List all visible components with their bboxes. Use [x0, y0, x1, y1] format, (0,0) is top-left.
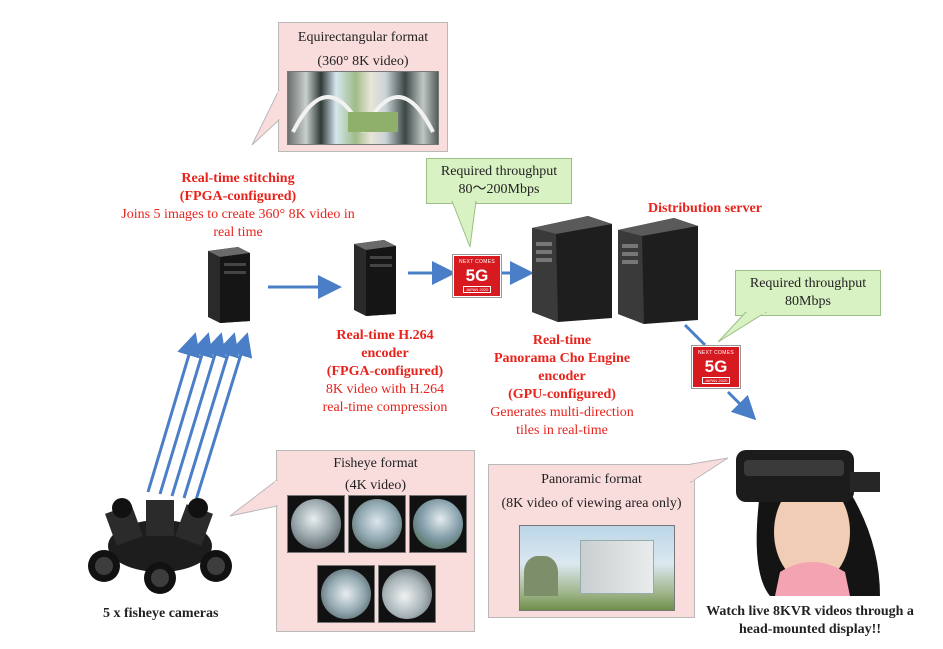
5g-badge-2: NEXT COMES 5G JAPAN 2020: [692, 346, 740, 388]
h264-block: Real-time H.264 encoder (FPGA-configured…: [290, 327, 480, 417]
h264-line1: Real-time H.264: [336, 328, 434, 343]
badge2-mid: 5G: [704, 357, 728, 376]
h264-desc-2: real-time compression: [322, 400, 448, 415]
stitching-block: Real-time stitching (FPGA-configured) Jo…: [88, 170, 388, 242]
hmd-viewer-photo: [736, 450, 880, 596]
fisheye-image-5: [378, 565, 436, 623]
panorama-desc-2: tiles in real-time: [516, 423, 608, 438]
h264-server-icon: [354, 240, 396, 316]
throughput2-label: Required throughput: [749, 276, 867, 291]
badge2-top: NEXT COMES: [698, 350, 734, 356]
fisheye-title: Fisheye format: [333, 456, 418, 471]
cameras-label: 5 x fisheye cameras: [103, 606, 219, 621]
badge1-top: NEXT COMES: [459, 259, 495, 265]
h264-line2: encoder: [361, 346, 409, 361]
viewer-line1: Watch live 8KVR videos through a: [706, 604, 914, 619]
stitching-title: Real-time stitching: [181, 171, 295, 186]
stitching-config: (FPGA-configured): [179, 189, 297, 204]
panoramic-image: [519, 525, 675, 611]
h264-config: (FPGA-configured): [326, 364, 444, 379]
stitching-desc-1: Joins 5 images to create 360° 8K video i…: [121, 207, 355, 222]
fisheye-callout: Fisheye format (4K video): [276, 450, 475, 632]
panorama-line2: Panorama Cho Engine: [493, 351, 631, 366]
panorama-line3: encoder: [538, 369, 586, 384]
throughput1-label: Required throughput: [440, 164, 558, 179]
equirect-lens-arcs: [291, 95, 435, 133]
panoramic-title: Panoramic format: [541, 472, 642, 487]
fisheye-image-4: [317, 565, 375, 623]
distribution-label: Distribution server: [648, 201, 762, 216]
equirect-title: Equirectangular format: [297, 30, 429, 45]
fisheye-image-1: [287, 495, 345, 553]
badge1-bottom: JAPAN 2020: [463, 286, 491, 293]
fisheye-image-2: [348, 495, 406, 553]
panoramic-pointer: [690, 457, 729, 483]
throughput1-callout: Required throughput 80～200Mbps: [426, 158, 572, 204]
badge2-bottom: JAPAN 2020: [702, 377, 730, 384]
equirect-subtitle: (360° 8K video): [317, 54, 409, 69]
equirect-callout: Equirectangular format (360° 8K video): [278, 22, 448, 152]
fisheye-image-3: [409, 495, 467, 553]
throughput1-pointer: [451, 201, 477, 248]
panorama-line1: Real-time: [532, 333, 592, 348]
camera-to-stitch-arrows: [146, 332, 253, 501]
server-to-badge-arrow: [683, 323, 707, 347]
encoder-pc-tower-icon: [532, 216, 612, 322]
stitching-server-icon: [208, 247, 250, 323]
fisheye-pointer: [229, 478, 278, 517]
viewer-caption: Watch live 8KVR videos through a head-mo…: [690, 603, 930, 639]
panoramic-subtitle: (8K video of viewing area only): [501, 496, 682, 511]
panoramic-callout: Panoramic format (8K video of viewing ar…: [488, 464, 695, 618]
panorama-config: (GPU-configured): [508, 387, 616, 402]
distribution-server-tower-icon: [618, 218, 698, 324]
badge-to-viewer-arrow: [726, 390, 757, 421]
viewer-line2: head-mounted display!!: [739, 622, 881, 637]
throughput2-callout: Required throughput 80Mbps: [735, 270, 881, 316]
throughput1-value: 80～200Mbps: [458, 182, 540, 197]
panorama-encoder-block: Real-time Panorama Cho Engine encoder (G…: [462, 332, 662, 440]
badge1-mid: 5G: [465, 266, 489, 285]
throughput2-value: 80Mbps: [785, 294, 831, 309]
h264-desc-1: 8K video with H.264: [325, 382, 445, 397]
5g-badge-1: NEXT COMES 5G JAPAN 2020: [453, 255, 501, 297]
stitching-desc-2: real time: [213, 225, 263, 240]
panorama-desc-1: Generates multi-direction: [490, 405, 634, 420]
throughput2-pointer: [717, 312, 767, 343]
fisheye-subtitle: (4K video): [344, 478, 407, 493]
equirect-pointer: [251, 90, 281, 146]
fisheye-camera-rig-icon: [88, 498, 232, 594]
equirect-image: [287, 71, 439, 145]
